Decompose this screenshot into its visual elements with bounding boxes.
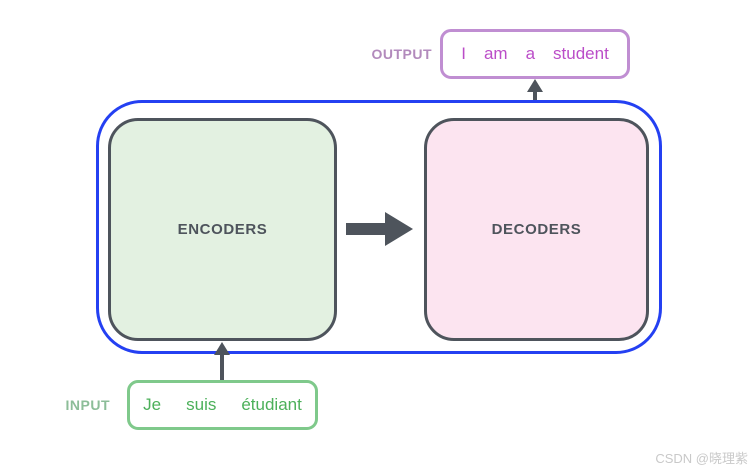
watermark: CSDN @晓理紫 — [655, 451, 748, 466]
input-sentence-box: Je suis étudiant — [127, 380, 318, 430]
encoders-label: ENCODERS — [177, 221, 268, 238]
input-word: Je — [143, 395, 162, 414]
output-sentence-box: I am a student — [440, 29, 630, 79]
arrow-right-icon — [346, 223, 387, 235]
input-word: étudiant — [241, 395, 302, 414]
input-label: INPUT — [65, 397, 110, 413]
decoders-box: DECODERS — [424, 118, 649, 341]
decoders-label: DECODERS — [491, 221, 582, 238]
arrow-up-to-encoders-icon — [220, 352, 224, 380]
arrow-right-head-icon — [385, 212, 413, 246]
encoders-box: ENCODERS — [108, 118, 337, 341]
input-word: suis — [186, 395, 217, 414]
output-word: am — [483, 44, 508, 63]
arrow-up-to-output-head-icon — [527, 79, 543, 92]
arrow-up-to-encoders-head-icon — [214, 342, 230, 355]
output-word: I — [461, 44, 466, 63]
output-word: student — [553, 44, 609, 63]
output-word: a — [525, 44, 536, 63]
output-label: OUTPUT — [371, 46, 432, 62]
